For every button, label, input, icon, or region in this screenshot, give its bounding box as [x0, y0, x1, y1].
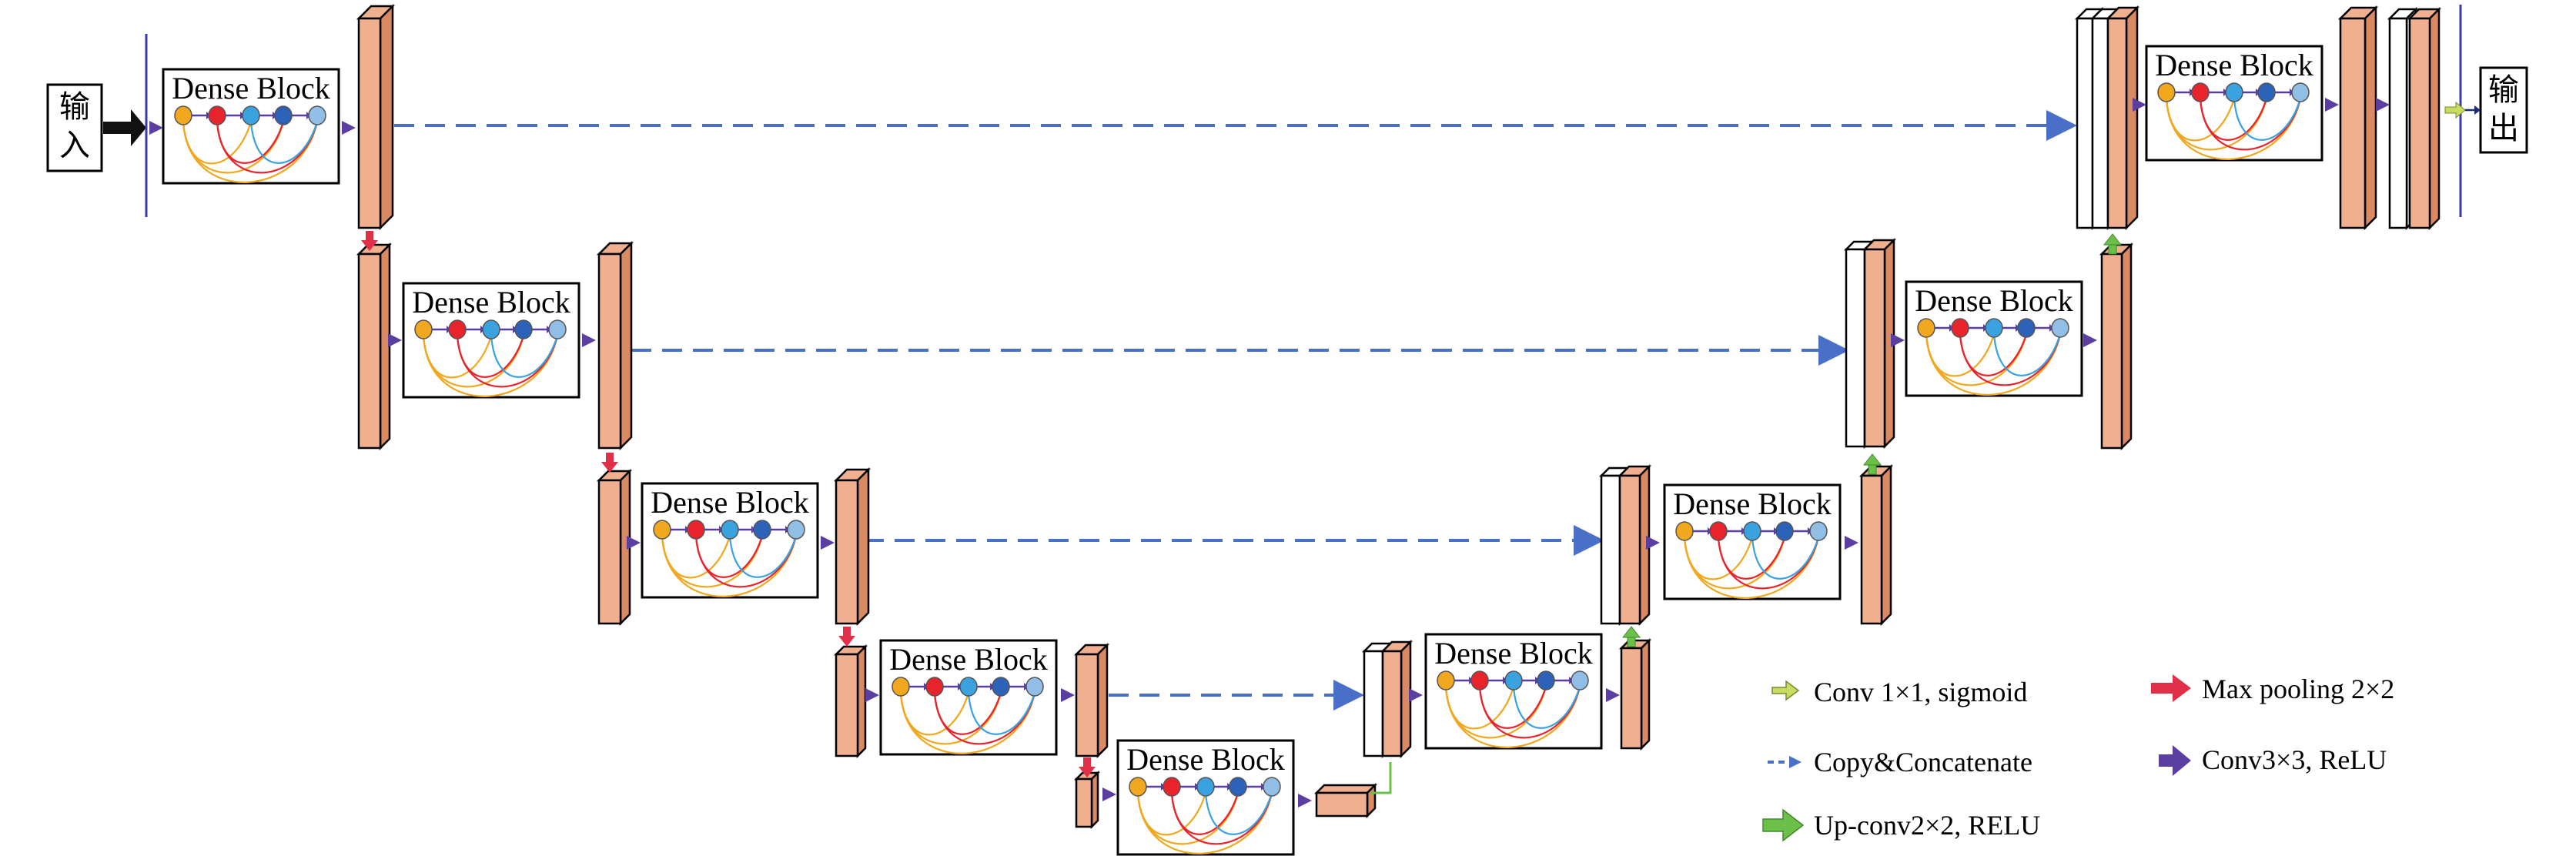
dense-block-title: Dense Block — [1673, 487, 1832, 521]
green-arrow-icon — [1762, 808, 1805, 842]
dense-block-bottleneck: Dense Block — [1116, 739, 1295, 856]
legend-label-conv-sigmoid: Conv 1×1, sigmoid — [1814, 677, 2027, 707]
upconv-arrow-1 — [1621, 626, 1641, 647]
feature-map-bottleneck-out — [1313, 782, 1378, 819]
feature-map-enc3-in — [596, 468, 633, 627]
dense-block-dec1: Dense Block — [2145, 45, 2323, 162]
dense-block-dec4: Dense Block — [1424, 633, 1603, 750]
legend-label-upconv: Up-conv2×2, RELU — [1814, 810, 2040, 841]
dense-block-title: Dense Block — [889, 642, 1048, 677]
dense-block-title: Dense Block — [412, 285, 570, 319]
input-label-line-2: 入 — [59, 128, 90, 163]
feature-map-enc1-out — [356, 3, 396, 231]
feature-map-dec1-out — [2337, 5, 2379, 231]
feature-map-enc4-in — [833, 644, 868, 759]
conv-relu-arrow-17 — [2133, 98, 2146, 112]
legend: Conv 1×1, sigmoid Max pooling 2×2 Copy&C… — [1762, 674, 2394, 842]
dense-block-title: Dense Block — [1915, 283, 2073, 318]
conv-relu-arrow-14 — [1845, 536, 1858, 550]
feature-map-enc4-out — [1073, 642, 1110, 759]
legend-item-conv-relu: Conv3×3, ReLU — [2159, 744, 2387, 776]
dense-block-title: Dense Block — [651, 485, 809, 520]
max-pooling-arrow-1 — [361, 231, 378, 251]
dense-block-enc1: Dense Block — [162, 68, 340, 185]
conv-relu-arrow-5 — [627, 536, 641, 550]
conv-relu-arrow-11 — [1409, 688, 1423, 702]
max-pooling-arrow-3 — [838, 627, 855, 647]
dense-block-enc2: Dense Block — [402, 282, 580, 399]
legend-item-conv-sigmoid: Conv 1×1, sigmoid — [1771, 677, 2027, 707]
feature-map-bottleneck-in — [1073, 770, 1101, 830]
red-arrow-icon — [2151, 674, 2191, 702]
dense-block-title: Dense Block — [172, 71, 330, 105]
dense-block-dec3: Dense Block — [1663, 483, 1842, 600]
legend-label-copy-concatenate: Copy&Concatenate — [1814, 747, 2032, 777]
conv-relu-arrow-4 — [582, 333, 596, 347]
legend-item-copy-concatenate: Copy&Concatenate — [1768, 747, 2032, 777]
conv-relu-arrow-16 — [2083, 333, 2097, 347]
feature-map-dec2-concat — [1862, 237, 1897, 450]
legend-label-conv-relu: Conv3×3, ReLU — [2202, 744, 2387, 775]
max-pooling-arrow-4 — [1079, 757, 1096, 777]
feature-map-enc2-out — [596, 240, 634, 451]
feature-map-enc3-out — [833, 466, 871, 627]
conv-relu-arrow-3 — [388, 333, 402, 347]
dense-block-enc3: Dense Block — [641, 482, 819, 599]
conv-relu-arrow-18 — [2325, 98, 2339, 112]
conv-relu-arrow-13 — [1646, 536, 1660, 550]
operation-arrows — [149, 98, 2481, 808]
max-pooling-arrow-2 — [601, 453, 618, 473]
dense-block-title: Dense Block — [1126, 742, 1285, 777]
conv-relu-arrow-19 — [2376, 98, 2390, 112]
output-label-line-2: 出 — [2488, 111, 2519, 146]
output-box: 输 出 — [2479, 66, 2528, 154]
feature-map-dec2-out — [2099, 242, 2134, 451]
conv-relu-arrow-8 — [1061, 688, 1075, 702]
skip-connections — [394, 110, 2077, 711]
conv-relu-arrow-9 — [1102, 787, 1116, 801]
input-label-line-1: 输 — [59, 89, 90, 125]
conv-relu-arrow-2 — [342, 121, 356, 135]
conv-relu-arrow-7 — [865, 688, 879, 702]
conv-relu-arrow-1 — [149, 121, 163, 135]
bottleneck-upconv-line — [1370, 762, 1392, 794]
legend-label-max-pooling: Max pooling 2×2 — [2202, 674, 2394, 704]
feature-map-final-orange — [2407, 6, 2442, 231]
output-label-line-1: 输 — [2488, 72, 2519, 108]
feature-maps — [356, 3, 2442, 830]
dashed-blue-arrow-icon — [1768, 756, 1802, 768]
feature-map-dec4-out — [1618, 637, 1652, 751]
small-yellow-arrow-icon — [1771, 680, 1800, 701]
conv-relu-arrow-6 — [821, 536, 835, 550]
conv-relu-arrow-15 — [1891, 333, 1905, 347]
input-box: 输 入 — [46, 83, 103, 172]
dense-block-title: Dense Block — [2155, 48, 2313, 82]
conv-relu-arrow-10 — [1298, 794, 1312, 808]
upconv-arrow-2 — [1862, 453, 1882, 475]
input-arrow — [103, 109, 146, 146]
feature-map-dec3-out — [1858, 463, 1894, 627]
feature-map-dec4-concat — [1380, 639, 1413, 759]
legend-item-max-pooling: Max pooling 2×2 — [2151, 674, 2394, 704]
conv-sigmoid-arrow — [2444, 101, 2481, 119]
feature-map-dec3-concat — [1617, 463, 1652, 627]
dense-block-title: Dense Block — [1434, 636, 1593, 670]
feature-map-enc2-in — [356, 242, 393, 451]
feature-map-dec1-concat — [2105, 5, 2140, 231]
upconv-arrow-3 — [2103, 233, 2123, 255]
dense-block-enc4: Dense Block — [879, 639, 1058, 756]
dense-block-dec2: Dense Block — [1905, 280, 2083, 397]
purple-arrow-icon — [2159, 745, 2191, 776]
conv-relu-arrow-12 — [1606, 688, 1620, 702]
legend-item-upconv: Up-conv2×2, RELU — [1762, 808, 2040, 842]
